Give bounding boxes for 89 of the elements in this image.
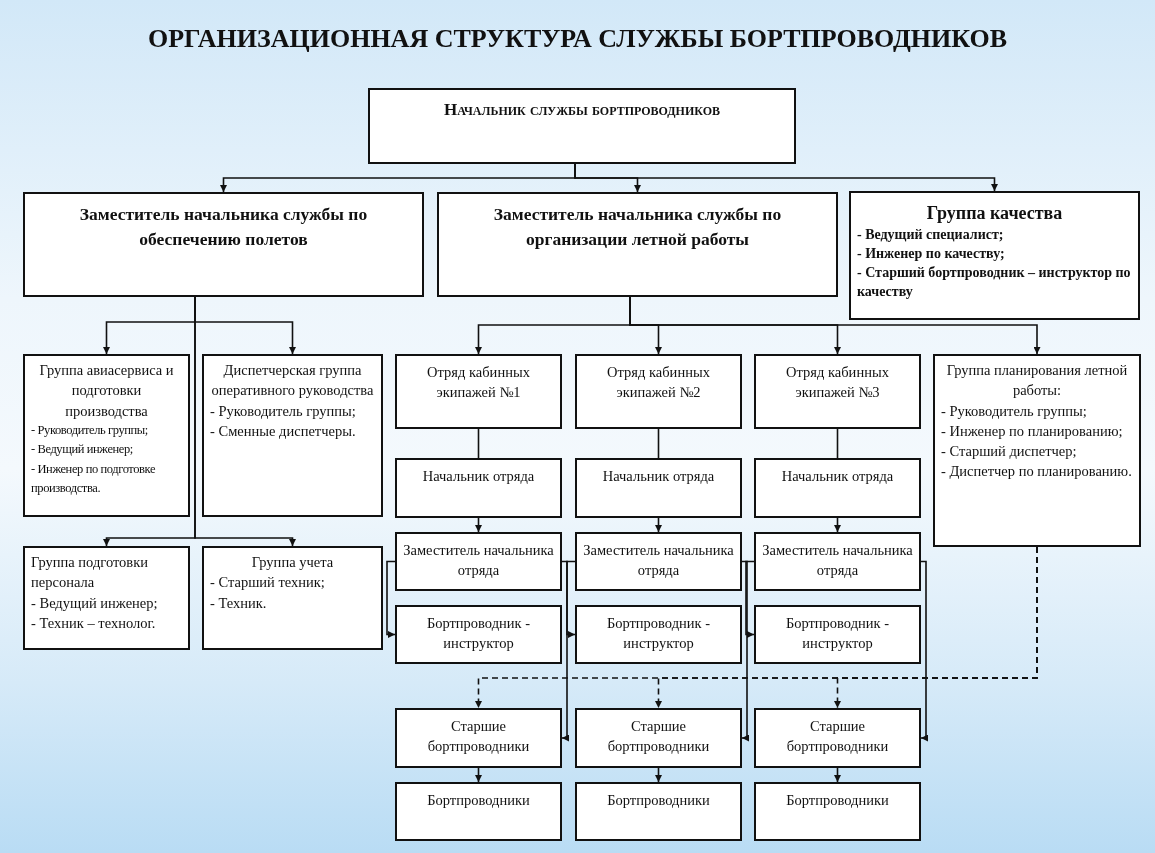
- connector-line: [477, 428, 480, 459]
- connector-line: [836, 428, 839, 459]
- org-box: [754, 354, 921, 429]
- arrow: [561, 560, 569, 742]
- list-item: - Ведущий специалист;: [857, 226, 1005, 245]
- box-title: Начальник отряда: [421, 467, 536, 486]
- box-title: Отряд кабинных экипажей №1: [426, 363, 531, 403]
- box-title: Заместитель начальника отряда: [762, 541, 913, 581]
- arrow: [574, 163, 998, 192]
- arrow: [386, 560, 396, 638]
- arrow: [655, 767, 662, 783]
- org-box: [202, 354, 383, 517]
- arrow: [566, 560, 576, 638]
- box-title: Старшие бортпроводники: [606, 717, 711, 757]
- box-title: Отряд кабинных экипажей №2: [606, 363, 711, 403]
- box-title: Отряд кабинных экипажей №3: [785, 363, 890, 403]
- box-title: Бортпроводник - инструктор: [425, 614, 532, 654]
- org-box: [395, 532, 562, 591]
- list-item: - Инженер по качеству;: [857, 245, 1006, 264]
- box-title: Группа подготовки персонала: [31, 553, 150, 593]
- org-box: [202, 546, 383, 650]
- arrow: [834, 517, 841, 533]
- org-box: [575, 458, 742, 518]
- arrow: [475, 767, 482, 783]
- box-title: Заместитель начальника отряда: [583, 541, 734, 581]
- box-title: Заместитель начальника службы по обеспечению полетов: [78, 203, 369, 251]
- list-item: - Инженер по подготовке производства.: [31, 460, 157, 497]
- list-item: - Сменные диспетчеры.: [210, 421, 357, 441]
- box-title: Бортпроводник - инструктор: [605, 614, 712, 654]
- box-title: Старшие бортпроводники: [426, 717, 531, 757]
- org-box: [23, 192, 424, 297]
- connector-line: [657, 428, 660, 459]
- list-item: - Диспетчер по планированию.: [941, 462, 1133, 482]
- org-box: [437, 192, 838, 297]
- list-item: - Руководитель группы;: [941, 401, 1088, 421]
- list-item: - Старший бортпроводник – инструктор по качеству: [857, 263, 1132, 301]
- box-title: Начальник службы бортпроводников: [443, 99, 721, 121]
- box-title: Заместитель начальника отряда: [403, 541, 554, 581]
- org-box: [23, 354, 190, 517]
- org-box: [23, 546, 190, 650]
- list-item: - Техник.: [210, 593, 268, 613]
- arrow: [194, 296, 296, 547]
- org-box: [754, 532, 921, 591]
- box-title: Заместитель начальника службы по организации летной работы: [492, 203, 783, 251]
- box-title: Группа планирования летной работы:: [945, 361, 1129, 401]
- arrow: [745, 560, 755, 638]
- org-box: [575, 532, 742, 591]
- arrow: [475, 517, 482, 533]
- box-title: Бортпроводники: [785, 791, 890, 810]
- diagram-title: ОРГАНИЗАЦИОННАЯ СТРУКТУРА СЛУЖБЫ БОРТПРОВОДНИКОВ: [147, 24, 1008, 54]
- list-item: - Старший техник;: [210, 573, 326, 593]
- box-title: Старшие бортпроводники: [785, 717, 890, 757]
- arrow: [920, 560, 928, 742]
- box-title: Бортпроводники: [426, 791, 531, 810]
- list-item: - Инженер по планированию;: [941, 421, 1124, 441]
- list-item: - Ведущий инженер;: [31, 593, 159, 613]
- org-box: [575, 782, 742, 841]
- list-item: - Техник – технолог.: [31, 613, 157, 633]
- arrow: [655, 517, 662, 533]
- org-box: [395, 458, 562, 518]
- box-title: Группа качества: [925, 202, 1064, 225]
- org-box: [754, 708, 921, 768]
- arrow: [834, 767, 841, 783]
- box-title: Начальник отряда: [780, 467, 895, 486]
- box-title: Группа учета: [250, 553, 335, 572]
- box-title: Диспетчерская группа оперативного руководства: [210, 361, 375, 401]
- dashed-arrow: [834, 546, 1038, 709]
- list-item: - Руководитель группы;: [210, 401, 357, 421]
- list-item: - Ведущий инженер;: [31, 441, 134, 459]
- box-title: Бортпроводник - инструктор: [784, 614, 891, 654]
- arrow: [741, 560, 749, 742]
- org-box: [368, 88, 796, 164]
- org-box: [575, 354, 742, 429]
- org-box: [575, 708, 742, 768]
- org-box: [933, 354, 1141, 547]
- box-title: Начальник отряда: [601, 467, 716, 486]
- list-item: - Старший диспетчер;: [941, 442, 1078, 462]
- org-box: [754, 782, 921, 841]
- org-box: [849, 191, 1140, 320]
- box-title: Бортпроводники: [606, 791, 711, 810]
- org-box: [395, 782, 562, 841]
- list-item: - Руководитель группы;: [31, 421, 149, 439]
- org-box: [575, 605, 742, 664]
- org-box: [395, 708, 562, 768]
- org-box: [395, 605, 562, 664]
- box-title: Группа авиасервиса и подготовки производства: [38, 361, 175, 421]
- org-box: [754, 458, 921, 518]
- org-box: [754, 605, 921, 664]
- org-box: [395, 354, 562, 429]
